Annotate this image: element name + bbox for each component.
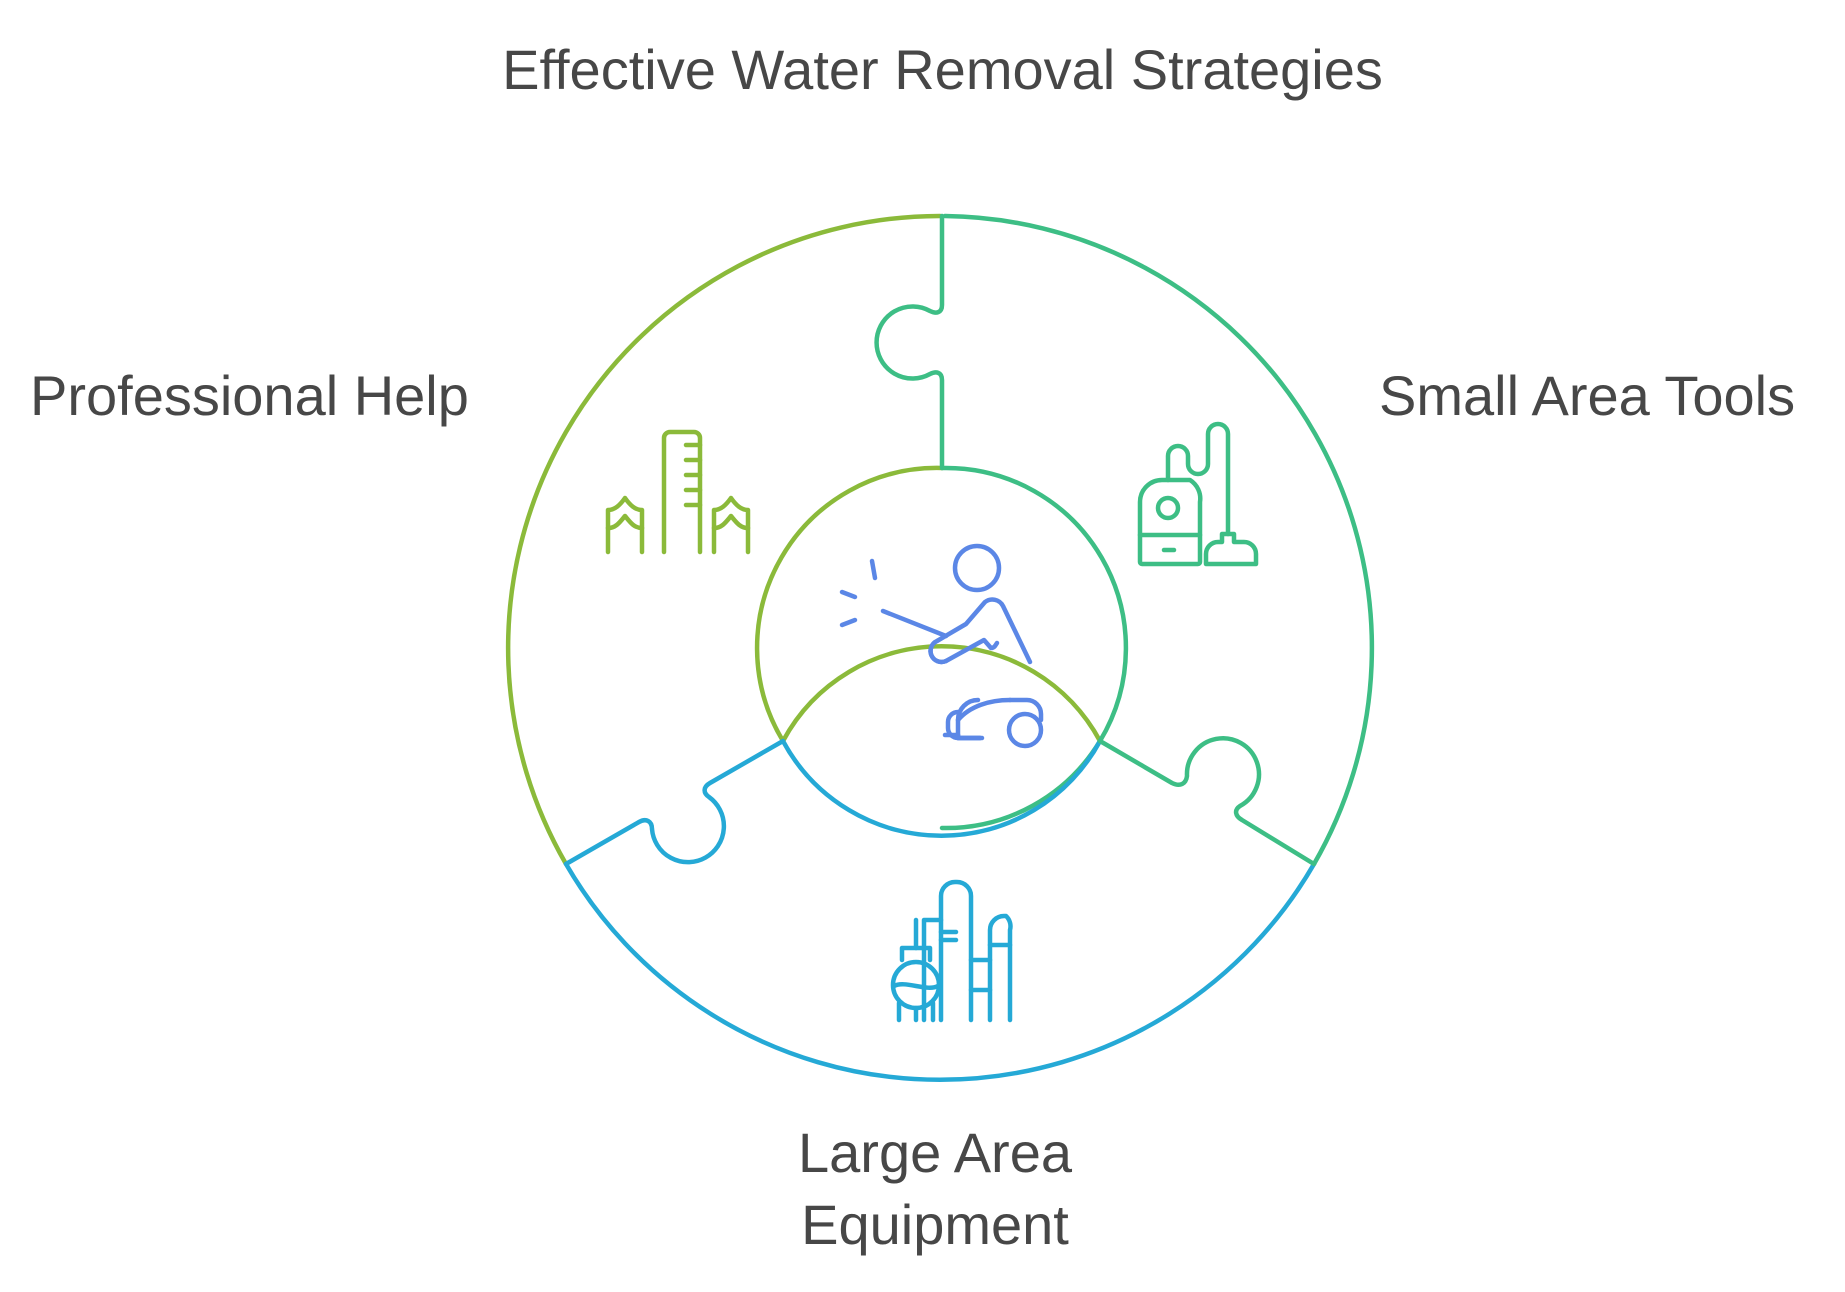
diagram-title: Effective Water Removal Strategies [502, 38, 1383, 101]
label-large-area-equipment-line-1: Large Area [798, 1121, 1072, 1184]
outer-arc-large-area-equipment [563, 861, 1317, 1082]
outer-arc-small-area-tools [942, 213, 1375, 867]
vacuum-cleaner-icon [1137, 421, 1259, 567]
label-professional-help: Professional Help [30, 364, 469, 427]
connector-top [874, 213, 945, 471]
connector-right [1097, 736, 1317, 867]
city-flood-icon [605, 429, 751, 555]
label-small-area-tools: Small Area Tools [1379, 364, 1796, 427]
inner-arc-top-right [939, 465, 1129, 744]
inner-arc-top-left [754, 465, 945, 744]
industrial-plant-icon [890, 879, 1013, 1023]
label-large-area-equipment: Large Area Equipment [740, 1117, 1130, 1261]
outer-arc-professional-help [505, 213, 943, 867]
inner-arc-bottom [780, 738, 1103, 838]
person-with-sprayer-icon [839, 543, 1044, 749]
inner-arc-top [780, 644, 1103, 744]
label-large-area-equipment-line-2: Equipment [801, 1193, 1069, 1256]
connector-left [563, 738, 786, 867]
